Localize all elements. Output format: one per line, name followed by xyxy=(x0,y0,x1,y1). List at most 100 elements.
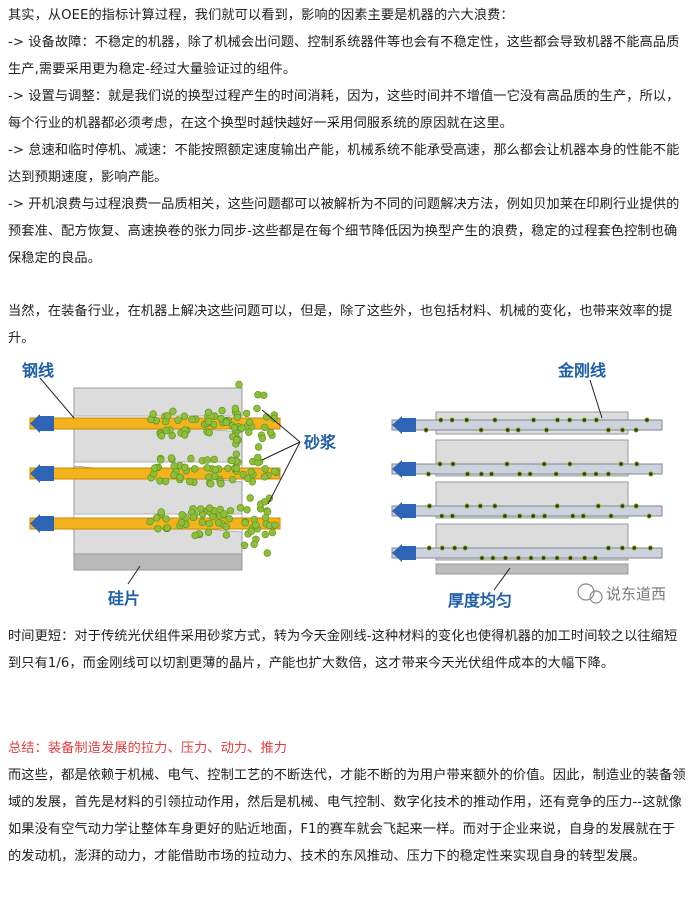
slurry-particle xyxy=(161,477,170,486)
slurry-particle xyxy=(210,455,218,464)
slurry-particle xyxy=(266,428,275,437)
slurry-particle xyxy=(233,413,242,421)
direction-arrow-icon xyxy=(392,544,402,562)
slurry-particle xyxy=(233,436,241,444)
slurry-particle xyxy=(222,522,230,531)
steel-wire-label: 钢线 xyxy=(22,361,54,380)
diamond-wire-label: 金刚线 xyxy=(557,361,606,380)
diamond-wire-cutting-panel: 金刚线 厚度均匀 xyxy=(391,361,663,610)
diamond-particle xyxy=(464,503,470,509)
slurry-particle xyxy=(164,412,172,420)
slurry-particle xyxy=(232,450,241,458)
equipment-paragraph: 当然，在装备行业，在机器上解决这些问题可以，但是，除了这些外，也包括材料、机械的… xyxy=(8,304,673,346)
slurry-particle xyxy=(176,473,185,481)
slurry-particle xyxy=(209,512,217,521)
diamond-particle xyxy=(449,513,456,519)
slurry-particle xyxy=(243,474,252,483)
diamond-particle xyxy=(605,471,612,477)
waste-item-4: -> 开机浪费与过程浪费一品质相关，这些问题都可以被解析为不同的问题解决方法，例… xyxy=(8,197,680,266)
slurry-particle xyxy=(167,454,176,462)
slurry-particle xyxy=(230,423,239,432)
slurry-particle xyxy=(211,465,220,474)
diamond-particle xyxy=(605,545,612,551)
slurry-particle xyxy=(247,527,256,535)
slurry-particle xyxy=(204,417,213,426)
slurry-particle xyxy=(211,472,219,481)
slurry-particle xyxy=(174,416,182,424)
diamond-particle xyxy=(477,503,483,509)
slurry-particle xyxy=(250,540,258,549)
watermark: 说东道西 xyxy=(577,583,666,604)
diamond-particle xyxy=(631,545,637,551)
slurry-particle xyxy=(218,406,226,415)
slurry-particle xyxy=(204,528,213,536)
diamond-particle xyxy=(516,471,523,477)
diamond-particle xyxy=(619,545,625,551)
waste-item-2: -> 设置与调整：就是我们说的换型过程产生的时间消耗，因为，这些时间并不增值一它… xyxy=(8,89,680,131)
diamond-particle xyxy=(567,461,573,467)
summary-paragraph: 而这些，都是依赖于机械、电气、控制工艺的不断迭代，才能不断的为用户带来额外的价值… xyxy=(8,768,686,864)
slurry-particle xyxy=(271,467,279,476)
intro-paragraph: 其实，从OEE的指标计算过程，我们就可以看到，影响的因素主要是机器的六大浪费： xyxy=(8,8,514,23)
slurry-particle xyxy=(225,515,234,523)
slurry-particle xyxy=(191,531,199,540)
diamond-particle xyxy=(633,427,639,433)
slurry-particle xyxy=(243,506,251,514)
slurry-particle xyxy=(261,530,269,539)
slurry-particle xyxy=(222,531,231,539)
slurry-particle xyxy=(260,391,268,399)
diamond-particle xyxy=(464,417,470,423)
slurry-particle xyxy=(188,415,196,424)
slurry-particle xyxy=(187,454,195,463)
slurry-particle xyxy=(226,507,235,515)
diamond-particle xyxy=(479,555,485,561)
slurry-particle xyxy=(228,475,237,484)
slurry-particle xyxy=(217,479,225,488)
diamond-particle xyxy=(541,461,547,467)
diamond-particle xyxy=(648,471,654,477)
direction-arrow-icon xyxy=(392,502,402,520)
slurry-particle xyxy=(268,528,277,537)
waste-item-1: -> 设备故障：不稳定的机器，除了机械会出问题、控制系统器件等也会有不稳定性，这… xyxy=(8,35,680,77)
slurry-particle xyxy=(150,464,159,472)
diamond-particle xyxy=(633,503,639,509)
slurry-particle xyxy=(203,456,211,464)
slurry-particle xyxy=(205,519,214,528)
diamond-particle xyxy=(528,555,534,561)
time-paragraph: 时间更短：对于传统光伏组件采用砂浆方式，转为今天金刚线-这种材料的变化也使得机器… xyxy=(8,629,678,671)
slurry-particle xyxy=(162,426,171,435)
direction-arrow-icon xyxy=(30,514,40,533)
diamond-particles xyxy=(423,417,654,561)
diamond-particle xyxy=(452,545,458,551)
slurry-particle xyxy=(262,413,271,421)
diamond-particle xyxy=(567,417,573,423)
diamond-particle xyxy=(543,427,550,433)
diamond-particle xyxy=(554,503,560,509)
direction-arrow-icon xyxy=(30,464,40,483)
diamond-particle xyxy=(515,427,521,433)
diamond-particle xyxy=(554,417,561,423)
diamond-particle xyxy=(553,471,559,477)
diamond-particle xyxy=(517,513,523,519)
slurry-particle xyxy=(238,424,246,432)
diamond-particle xyxy=(478,471,484,477)
slurry-particle xyxy=(245,418,254,426)
direction-arrow-icon xyxy=(392,416,402,434)
slurry-particle xyxy=(222,418,231,426)
slurry-particle xyxy=(177,518,186,527)
diamond-particle xyxy=(592,555,598,561)
slurry-particle xyxy=(252,521,260,529)
slurry-particle xyxy=(236,504,245,512)
diamond-particle xyxy=(541,513,548,519)
waste-item-3: -> 怠速和临时停机、减速：不能按照额定速度输出产能，机械系统不能承受高速，那么… xyxy=(8,143,680,185)
slurry-particle xyxy=(163,524,171,532)
slurry-particle xyxy=(204,408,213,416)
diamond-particle xyxy=(581,417,587,423)
slurry-particle xyxy=(162,515,170,523)
slurry-particle xyxy=(231,404,240,413)
diamond-particle xyxy=(595,503,601,509)
slurry-particle xyxy=(170,471,178,479)
diamond-particle xyxy=(502,555,509,561)
diamond-particle xyxy=(619,427,626,433)
